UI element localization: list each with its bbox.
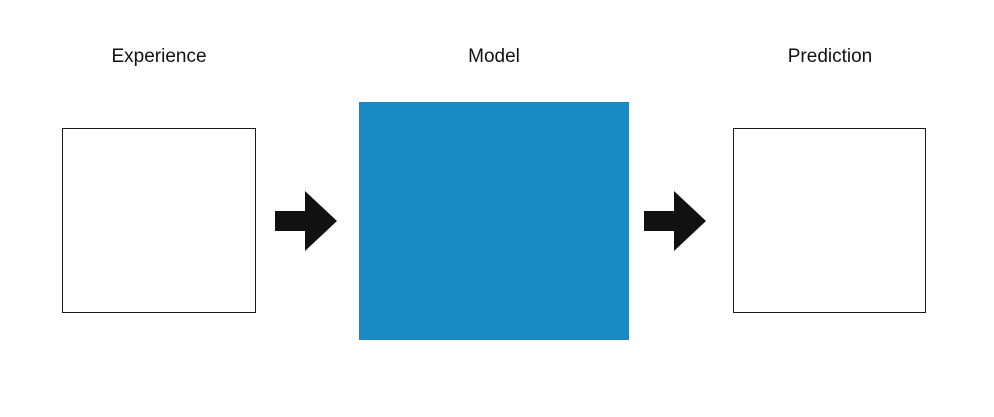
right-arrow-icon bbox=[275, 191, 337, 251]
prediction-label: Prediction bbox=[787, 46, 873, 67]
experience-box bbox=[62, 128, 256, 313]
model-label: Model bbox=[468, 46, 520, 67]
model-box bbox=[359, 102, 629, 340]
right-arrow-icon bbox=[644, 191, 706, 251]
experience-label: Experience bbox=[111, 46, 207, 67]
prediction-box bbox=[733, 128, 926, 313]
